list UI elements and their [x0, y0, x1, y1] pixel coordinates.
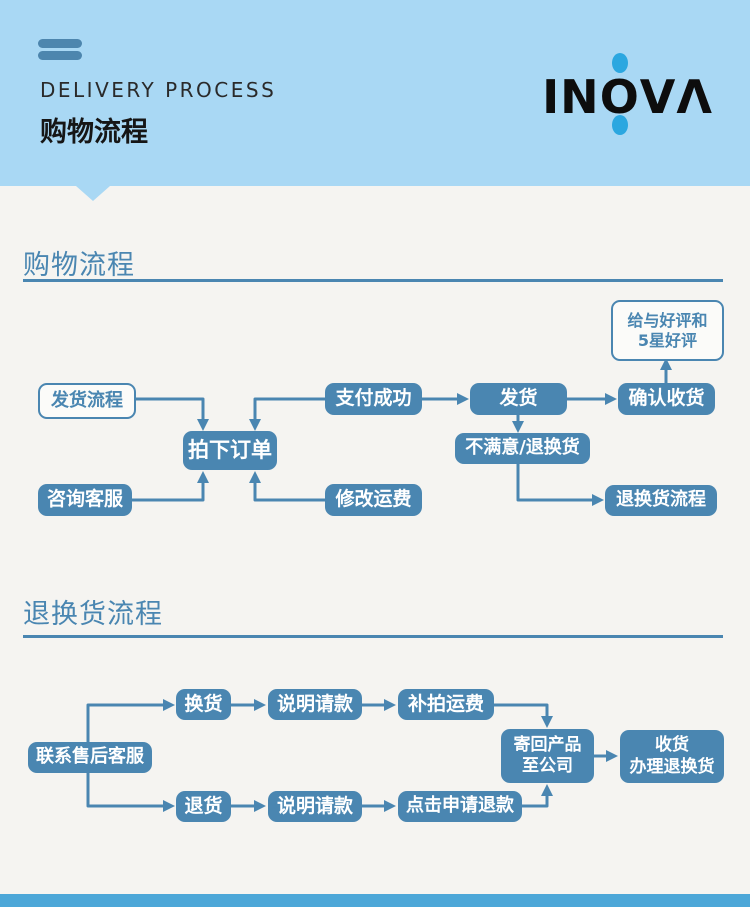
node-consult-service: 咨询客服 [38, 484, 132, 516]
node-receive-line1: 收货 [655, 735, 689, 756]
node-modify-shipping: 修改运费 [325, 484, 422, 516]
logo-o-glyph: O [599, 70, 640, 124]
node-ship: 发货 [470, 383, 567, 415]
node-praise: 给与好评和 5星好评 [611, 300, 724, 361]
node-dissatisfied: 不满意/退换货 [455, 433, 590, 464]
node-send-back-line1: 寄回产品 [513, 734, 582, 755]
node-explain-request-1: 说明请款 [268, 689, 362, 720]
brand-logo: IN O VΛ [542, 53, 713, 135]
section-1-heading: 购物流程 [23, 250, 135, 281]
double-bar-icon [38, 39, 82, 60]
edge-reshipfee-to-sendback [494, 703, 553, 728]
logo-letter-o: O [600, 53, 640, 135]
edge-contact-to-return [86, 773, 175, 812]
bar-icon [38, 39, 82, 48]
header-title: 购物流程 [40, 117, 148, 148]
logo-dot-bottom-icon [611, 115, 628, 135]
node-explain-request-2: 说明请款 [268, 791, 362, 822]
logo-dot-top-icon [611, 53, 628, 73]
node-receive: 收货 办理退换货 [620, 730, 724, 783]
node-place-order: 拍下订单 [183, 431, 277, 470]
edge-shipping-to-order [132, 397, 209, 431]
node-send-back: 寄回产品 至公司 [501, 729, 594, 783]
edge-consult-to-order [132, 471, 209, 502]
node-praise-line1: 给与好评和 [627, 310, 708, 330]
edge-applyrefund-to-sendback [522, 784, 553, 808]
node-praise-line2: 5星好评 [637, 330, 698, 350]
footer-accent-bar [0, 894, 750, 907]
node-return-goods: 退货 [176, 791, 231, 822]
node-apply-refund: 点击申请退款 [398, 791, 522, 822]
section-1-divider [23, 279, 723, 282]
node-send-back-line2: 至公司 [522, 756, 573, 776]
header-banner: DELIVERY PROCESS 购物流程 IN O VΛ [0, 0, 750, 186]
logo-text-left: IN [542, 70, 600, 124]
node-exchange: 换货 [176, 689, 231, 720]
node-confirm-receipt: 确认收货 [618, 383, 715, 415]
node-shipping-process: 发货流程 [38, 383, 136, 419]
section-2-divider [23, 635, 723, 638]
node-contact-after-sales: 联系售后客服 [28, 742, 152, 773]
node-reship-fee: 补拍运费 [398, 689, 494, 720]
edge-modify-to-order [249, 471, 325, 502]
logo-text-right: VΛ [639, 70, 713, 124]
section-2-heading: 退换货流程 [23, 599, 163, 630]
node-return-process-link: 退换货流程 [605, 485, 717, 516]
header-eyebrow: DELIVERY PROCESS [40, 78, 277, 102]
edge-payment-to-order [249, 397, 325, 431]
bar-icon [38, 51, 82, 60]
edge-dissatisfied-to-return-process [516, 464, 604, 506]
edge-contact-to-exchange [86, 699, 175, 742]
node-receive-line2: 办理退换货 [629, 756, 715, 777]
node-payment-success: 支付成功 [325, 383, 422, 415]
